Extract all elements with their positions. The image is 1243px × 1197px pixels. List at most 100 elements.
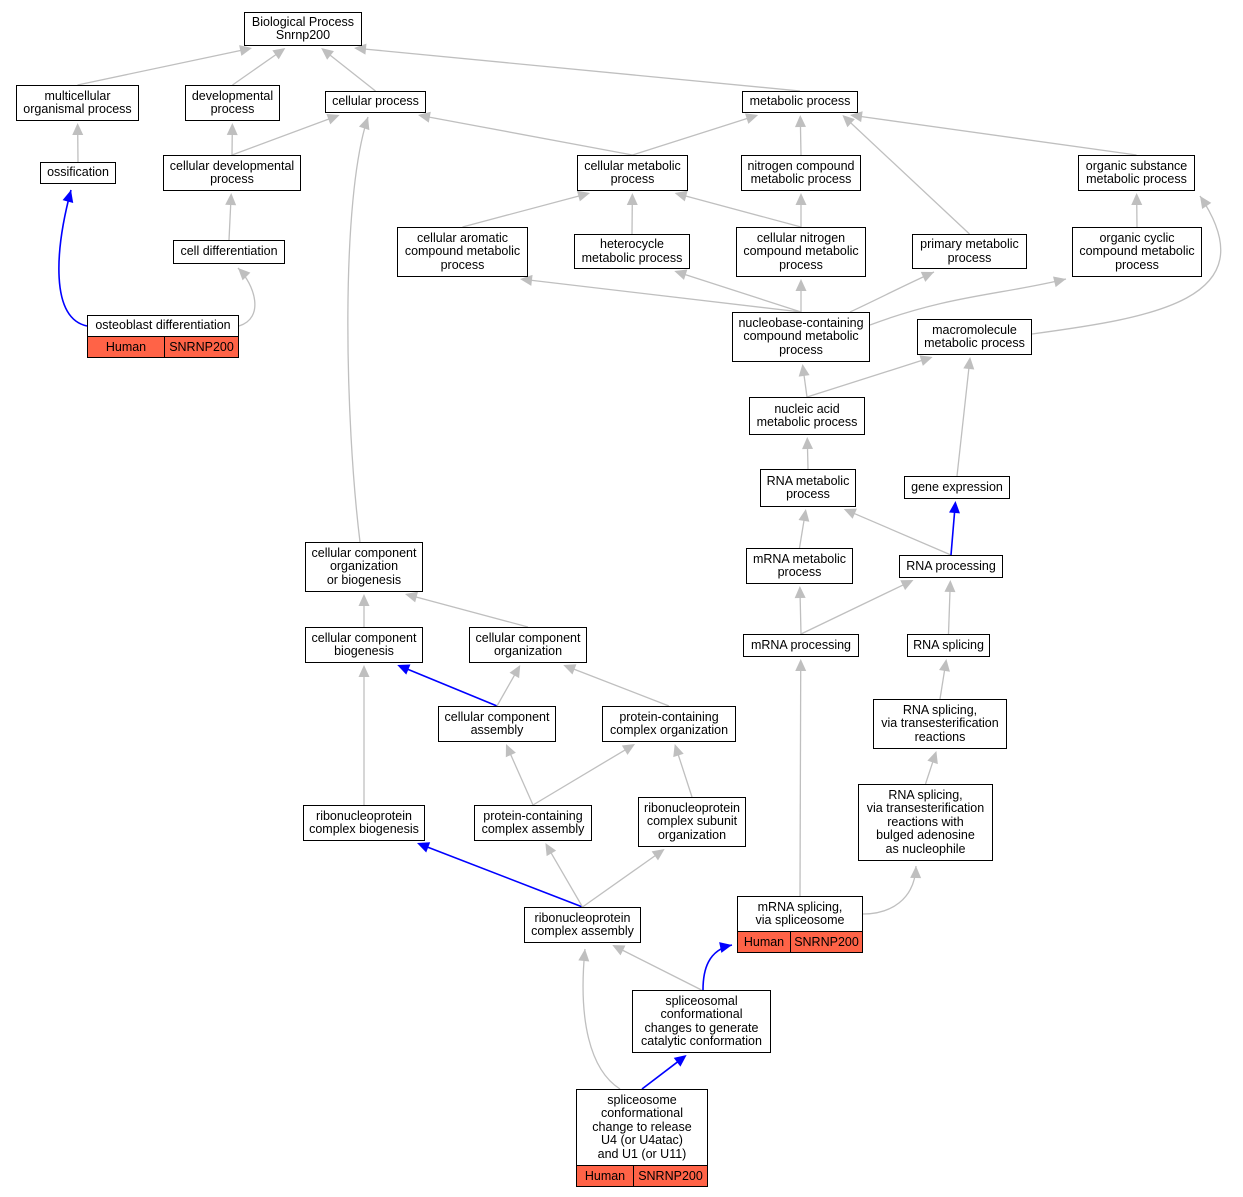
edge-nucleobase-to-hetero [683,273,802,313]
go-term-macro[interactable]: macromolecule metabolic process [917,319,1032,355]
edge-rnasplice-to-rnaproc [947,589,951,635]
go-term-ccorg[interactable]: cellular component organization [469,627,587,663]
edge-rnpasm-to-pcasm [549,851,584,908]
arrowhead-nucleobase-to-arom [520,274,533,286]
annotation-species: Human [743,935,785,949]
go-term-rnpbio[interactable]: ribonucleoprotein complex biogenesis [303,805,425,841]
go-term-osteo[interactable]: osteoblast differentiation [87,315,239,337]
arrowhead-rnpasm-to-rnpsub [651,849,665,861]
edge-cellproc-to-bp [328,53,376,92]
edge-pcorg-to-ccorg [572,668,670,707]
edge-metab-to-bp [363,48,801,92]
edge-mrnasplice-to-rnasplicebulged [862,865,917,915]
go-term-cellmetab[interactable]: cellular metabolic process [577,155,688,191]
go-term-rnpsub[interactable]: ribonucleoprotein complex subunit organi… [638,797,746,847]
arrowhead-nucacid-to-nucleobase [798,364,810,377]
edge-rnaproc-to-rnametab [852,512,952,556]
arrowhead-orgcyc-to-orgsub [1131,193,1143,206]
edge-rnasplicetrans-to-rnasplice [939,668,946,700]
go-term-rnametab[interactable]: RNA metabolic process [760,469,856,507]
go-term-mrnametab[interactable]: mRNA metabolic process [746,548,853,584]
arrowhead-nitro-to-metab [794,115,806,128]
go-term-orgcyc[interactable]: organic cyclic compound metabolic proces… [1072,227,1202,277]
go-term-rnasplice[interactable]: RNA splicing [907,634,990,657]
edge-rnametab-to-nucacid [806,446,809,470]
arrowhead-ossif-to-multicell [72,123,84,136]
edge-celldiff-to-celldev [228,202,232,241]
arrowhead-orgsub-to-metab [850,111,863,123]
edge-cellmetab-to-metab [632,117,749,156]
go-term-ccob[interactable]: cellular component organization or bioge… [305,542,423,592]
go-term-multicell[interactable]: multicellular organismal process [16,85,139,121]
edge-spliceconf-to-rnpasm [620,948,702,991]
arrowhead-rnasplice-to-rnaproc [944,580,956,593]
arrowhead-pcorg-to-ccorg [563,664,577,675]
annotation-gene: SNRNP200 [164,337,238,357]
arrowhead-ccbio-to-ccob [358,594,370,606]
edge-spliceconf-to-mrnasplice [702,944,733,991]
go-term-metab[interactable]: metabolic process [742,91,858,113]
go-term-splicerel[interactable]: spliceosome conformational change to rel… [576,1089,708,1166]
edge-celldev-to-cellproc [231,117,331,156]
go-term-ccbio[interactable]: cellular component biogenesis [305,627,423,663]
go-term-pcorg[interactable]: protein-containing complex organization [602,706,736,742]
arrowhead-celldev-to-dev [226,123,238,136]
go-term-dev[interactable]: developmental process [185,85,280,121]
arrowhead-rnpasm-to-pcasm [545,843,557,857]
go-term-cellproc[interactable]: cellular process [325,91,426,113]
arrowhead-nucacid-to-macro [919,355,933,366]
edge-nucleobase-to-arom [529,279,802,313]
arrowhead-osteo-to-celldiff [238,268,251,281]
arrowhead-rnpsub-to-pcorg [673,744,684,758]
annotation-gene: SNRNP200 [633,1166,707,1186]
go-term-rnaproc[interactable]: RNA processing [899,555,1003,578]
go-term-cellnitro[interactable]: cellular nitrogen compound metabolic pro… [736,227,866,277]
arrowhead-rnametab-to-nucacid [802,437,814,450]
edge-ccasm-to-ccorg [496,673,516,707]
edge-rnasplicebulged-to-rnasplicetrans [924,760,934,785]
arrowhead-spliceconf-to-rnpasm [612,945,626,956]
arrowhead-nucleobase-to-orgcyc [1053,276,1066,288]
arrowhead-celldiff-to-celldev [225,193,237,206]
go-term-rnpasm[interactable]: ribonucleoprotein complex assembly [524,907,641,943]
go-term-rnasplicetrans[interactable]: RNA splicing, via transesterification re… [873,699,1007,749]
arrowhead-rnaproc-to-geneexp [949,501,960,514]
go-term-mrnasplice[interactable]: mRNA splicing, via spliceosome [737,896,863,932]
go-term-ossif[interactable]: ossification [40,162,116,184]
go-term-bp[interactable]: Biological Process Snrnp200 [244,12,362,46]
go-term-primary[interactable]: primary metabolic process [912,234,1027,269]
go-term-celldiff[interactable]: cell differentiation [173,240,285,264]
go-term-celldev[interactable]: cellular developmental process [163,155,301,191]
go-term-nucacid[interactable]: nucleic acid metabolic process [749,397,865,435]
arrowhead-cellmetab-to-metab [745,113,759,124]
arrowhead-mrnaproc-to-rnaproc [900,580,914,591]
go-term-hetero[interactable]: heterocycle metabolic process [574,234,690,269]
arrowhead-rnpbio-to-ccbio [358,665,370,677]
arrowhead-cellproc-to-bp [321,48,334,60]
edge-rnpsub-to-pcorg [677,753,693,798]
go-term-orgsub[interactable]: organic substance metabolic process [1078,155,1195,191]
arrowhead-macro-to-orgsub [1200,196,1212,210]
go-term-spliceconf[interactable]: spliceosomal conformational changes to g… [632,990,771,1053]
go-term-ccasm[interactable]: cellular component assembly [438,706,556,742]
edge-rnpasm-to-rnpbio [426,845,583,908]
edge-mrnametab-to-rnametab [798,518,805,549]
go-term-rnasplicebulged[interactable]: RNA splicing, via transesterification re… [858,784,993,861]
go-term-pcasm[interactable]: protein-containing complex assembly [474,805,592,841]
arrowhead-hetero-to-cellmetab [626,193,638,206]
edge-mrnaproc-to-rnaproc [800,583,905,635]
arrowhead-dev-to-bp [272,48,286,60]
annotation-species: Human [584,1169,626,1183]
go-term-nitro[interactable]: nitrogen compound metabolic process [741,155,861,191]
arrowhead-spliceconf-to-mrnasplice [719,942,732,953]
go-term-nucleobase[interactable]: nucleobase-containing compound metabolic… [732,312,870,362]
go-term-geneexp[interactable]: gene expression [904,476,1010,499]
arrowhead-splicerel-to-rnpasm [578,949,590,962]
edge-nitro-to-metab [799,124,802,156]
go-term-mrnaproc[interactable]: mRNA processing [743,634,859,657]
edge-cellnitro-to-cellmetab [684,194,802,228]
go-term-arom[interactable]: cellular aromatic compound metabolic pro… [397,227,528,277]
arrowhead-mrnasplice-to-rnasplicebulged [910,866,922,879]
